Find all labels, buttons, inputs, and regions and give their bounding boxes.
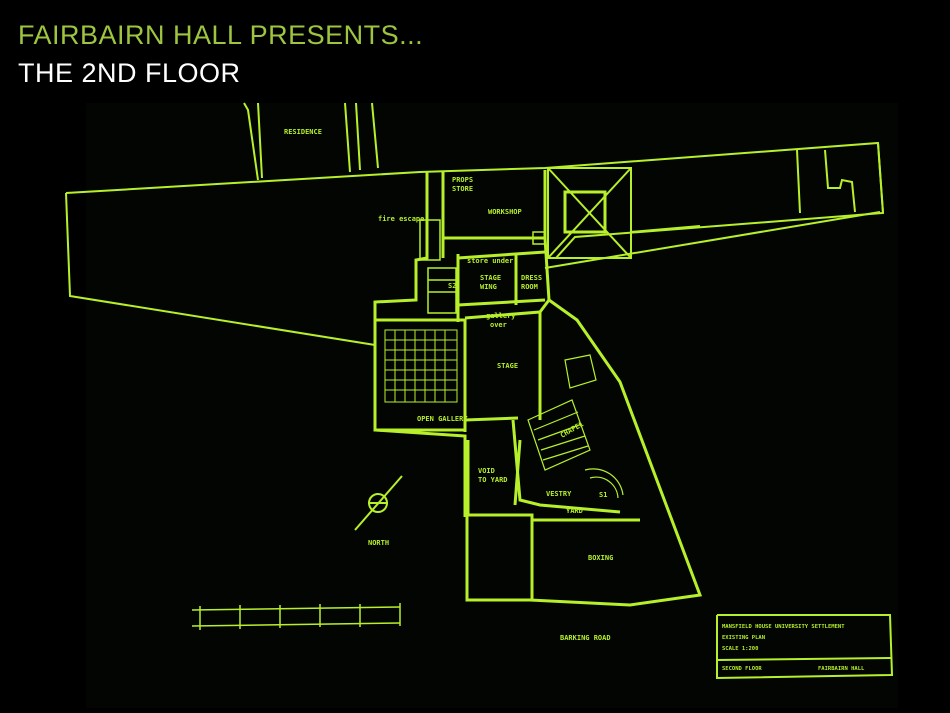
label-barking-road: BARKING ROAD [560, 634, 611, 642]
label-over: over [490, 321, 507, 329]
chapel-seating [527, 354, 624, 499]
label-s1: S1 [599, 491, 607, 499]
title-block-line2: EXISTING PLAN [722, 635, 765, 641]
label-boxing: BOXING [588, 554, 613, 562]
label-void: VOID [478, 467, 495, 475]
label-dress: DRESS [521, 274, 542, 282]
label-props: PROPS [452, 176, 473, 184]
slide-subtitle: THE 2ND FLOOR [18, 58, 241, 88]
slide-title: FAIRBAIRN HALL PRESENTS... [18, 20, 424, 50]
seating-block [384, 329, 458, 403]
fire-escape [419, 219, 546, 314]
stair-tower [544, 167, 881, 269]
plan-backdrop [86, 103, 898, 708]
scale-bar [191, 603, 401, 630]
title-block-line1: MANSFIELD HOUSE UNIVERSITY SETTLEMENT [722, 624, 845, 630]
label-workshop: WORKSHOP [488, 208, 522, 216]
label-fire-escape: fire escape [378, 215, 424, 223]
title-block-line3: SCALE 1:200 [722, 646, 758, 652]
title-block-floor: SECOND FLOOR [722, 666, 762, 672]
north-arrow [354, 475, 403, 531]
label-store: STORE [452, 185, 473, 193]
label-room: ROOM [521, 283, 538, 291]
label-stage-wing: STAGE [480, 274, 501, 282]
label-s2: S2 [448, 282, 456, 290]
label-residence: RESIDENCE [284, 128, 322, 136]
label-stage: STAGE [497, 362, 518, 370]
label-yard: YARD [566, 507, 583, 515]
residence-block [243, 102, 379, 181]
site-boundary [65, 141, 885, 346]
label-open-gallery: OPEN GALLERY [417, 415, 468, 423]
title-block-building: FAIRBAIRN HALL [818, 666, 865, 672]
label-gallery: gallery [486, 312, 516, 320]
label-north: NORTH [368, 539, 389, 547]
label-vestry: VESTRY [546, 490, 572, 498]
label-wing: WING [480, 283, 497, 291]
label-to-yard: TO YARD [478, 476, 508, 484]
title-block [716, 614, 894, 680]
main-building [373, 170, 703, 607]
label-store-under: store under [467, 257, 513, 265]
